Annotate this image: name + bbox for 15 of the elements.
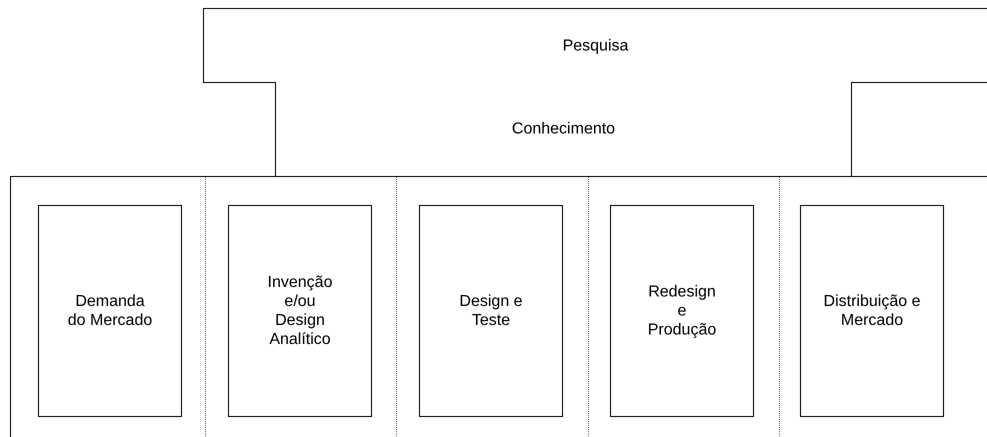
box-label: Redesign e Produção bbox=[646, 282, 718, 340]
box-label: Demanda do Mercado bbox=[66, 292, 154, 330]
research-box bbox=[203, 8, 987, 83]
stage-box bbox=[38, 205, 182, 417]
box-label: Distribuição e Mercado bbox=[822, 292, 922, 330]
stage-box bbox=[800, 205, 944, 417]
stage-panel bbox=[10, 176, 987, 437]
stage-box bbox=[419, 205, 563, 417]
box-label: Design e Teste bbox=[458, 292, 524, 330]
box-label: Pesquisa bbox=[562, 36, 630, 55]
box-label: Invenção e/ou Design Analítico bbox=[266, 273, 334, 349]
box-label: Conhecimento bbox=[510, 120, 616, 138]
stage-box bbox=[610, 205, 754, 417]
stage-box bbox=[228, 205, 372, 417]
knowledge-box bbox=[275, 82, 852, 177]
